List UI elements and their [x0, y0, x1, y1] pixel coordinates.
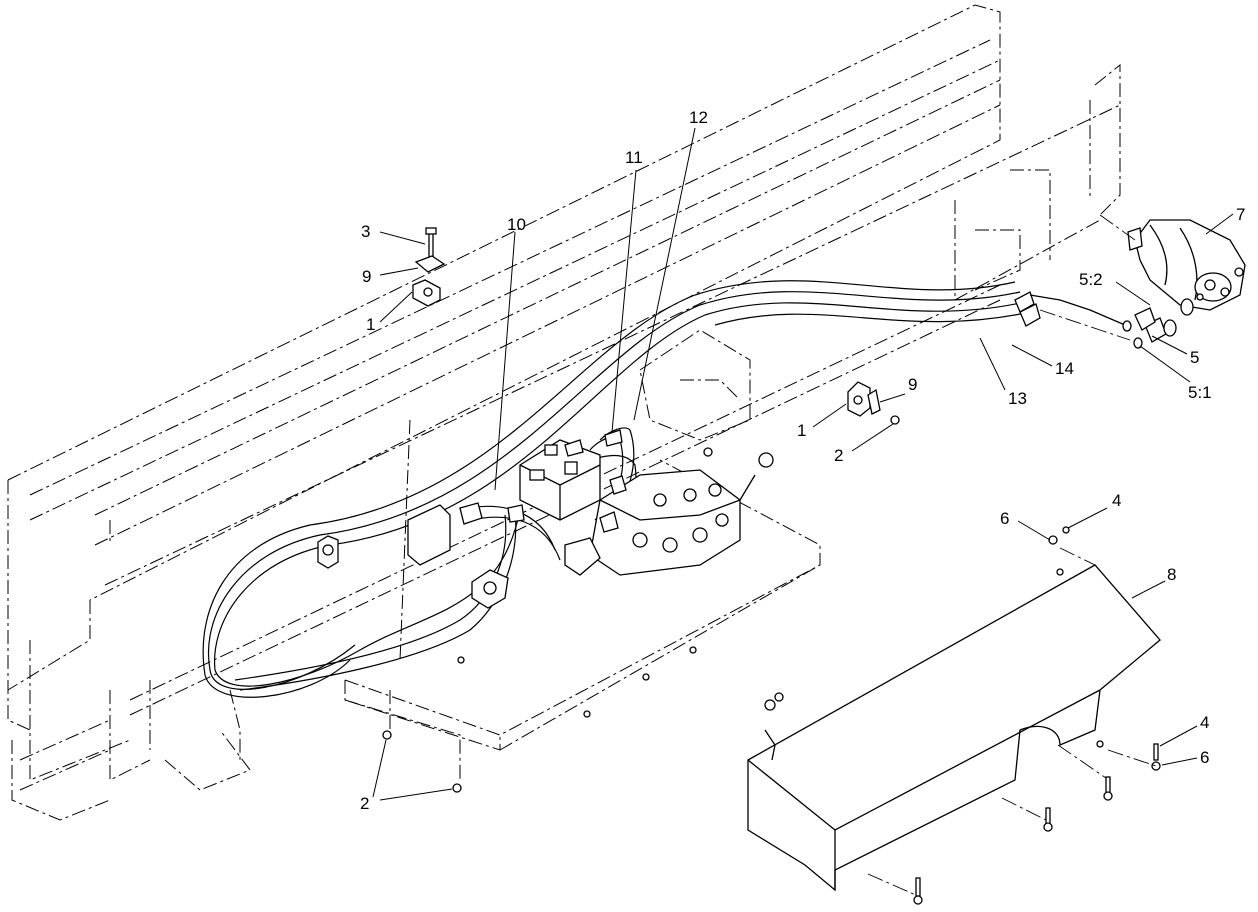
callout-4-top: 4 — [1112, 491, 1121, 510]
hydraulic-motor — [1099, 214, 1246, 311]
control-valve — [407, 429, 774, 576]
callout-6-bottom: 6 — [1200, 748, 1209, 767]
callout-1-right: 1 — [797, 421, 806, 440]
callout-labels: 3 9 1 10 11 12 7 5:2 5 5:1 14 13 9 1 2 6… — [360, 108, 1245, 813]
callout-7: 7 — [1236, 205, 1245, 224]
frame-rail — [7, 4, 1121, 821]
o-ring-5-1 — [1122, 320, 1143, 349]
hose-clamp-left — [317, 535, 339, 569]
clamp-group-upper — [412, 227, 446, 307]
callout-8: 8 — [1167, 565, 1176, 584]
callout-5-2: 5:2 — [1079, 270, 1103, 289]
mounting-plate — [344, 419, 821, 780]
callout-5-1: 5:1 — [1188, 383, 1212, 402]
callout-6-top: 6 — [1000, 509, 1009, 528]
callout-10: 10 — [507, 215, 526, 234]
callout-11: 11 — [625, 148, 643, 167]
callout-13: 13 — [1008, 389, 1027, 408]
callout-5: 5 — [1190, 348, 1199, 367]
hardware-screws — [382, 447, 1161, 905]
callout-12: 12 — [689, 108, 708, 127]
callout-1: 1 — [366, 315, 375, 334]
fitting-5-2 — [1134, 298, 1194, 331]
callout-9: 9 — [362, 267, 371, 286]
callout-3: 3 — [361, 222, 370, 241]
hose-end-fittings — [1014, 291, 1131, 341]
callout-2-bottom: 2 — [360, 794, 369, 813]
hose-assembly-13 — [694, 280, 1031, 326]
callout-2-right: 2 — [834, 446, 843, 465]
callout-14: 14 — [1055, 359, 1074, 378]
clamp-group-right — [847, 381, 900, 425]
hose-clamp-center — [471, 569, 509, 609]
callout-9-right: 9 — [908, 375, 917, 394]
leader-lines — [372, 127, 1234, 897]
guard-cover — [747, 564, 1161, 892]
callout-4-bottom: 4 — [1200, 713, 1209, 732]
